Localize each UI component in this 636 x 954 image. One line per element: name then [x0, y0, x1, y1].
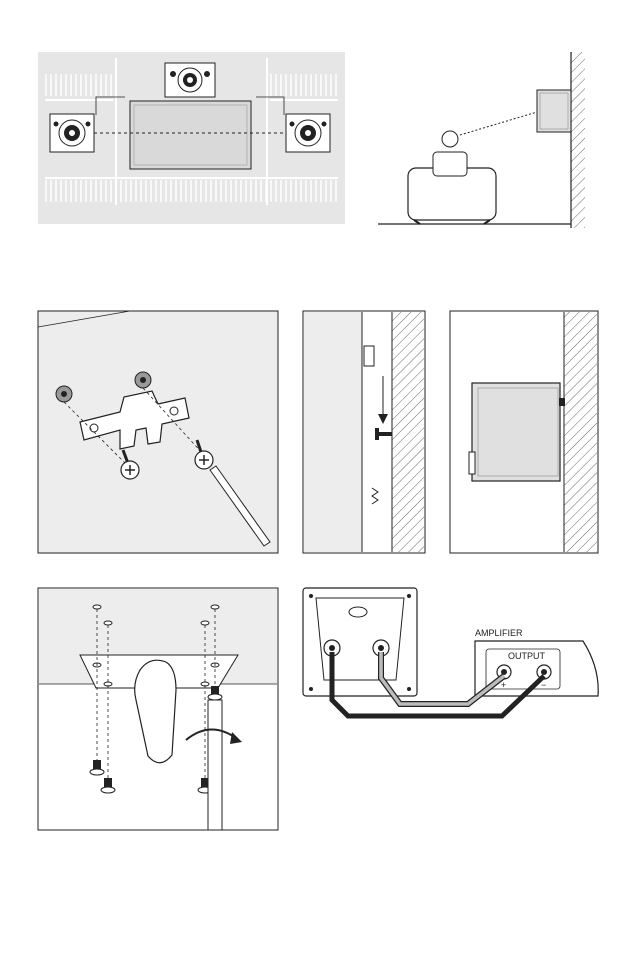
left-speaker	[50, 114, 94, 152]
mounted-speaker	[472, 383, 560, 481]
television	[130, 101, 251, 169]
screwdriver-icon	[208, 700, 222, 830]
bookshelf-row	[45, 180, 338, 202]
wall-speaker	[537, 90, 571, 132]
bracket-mount-figure	[38, 311, 278, 553]
sightline	[460, 112, 537, 135]
right-speaker	[286, 114, 330, 152]
keyhole-hook	[364, 346, 374, 366]
wall-hatch	[564, 312, 597, 552]
center-speaker	[165, 63, 215, 97]
bookshelf-row	[270, 74, 338, 96]
wall-hatch	[392, 312, 424, 552]
amplifier-wiring-figure: AMPLIFIER OUTPUT + −	[303, 588, 598, 716]
speaker-back	[304, 312, 362, 552]
ceiling-mount-figure	[38, 588, 278, 830]
speaker-on-wall-figure	[450, 311, 598, 553]
output-label: OUTPUT	[508, 651, 546, 661]
listener-height-figure	[378, 52, 585, 228]
listener-head	[442, 131, 458, 147]
amplifier-label: AMPLIFIER	[475, 628, 523, 638]
wall-hatch	[571, 52, 585, 228]
room-layout-figure	[38, 52, 345, 224]
bracket-hook-figure	[303, 311, 425, 553]
bookshelf-row	[45, 74, 113, 96]
